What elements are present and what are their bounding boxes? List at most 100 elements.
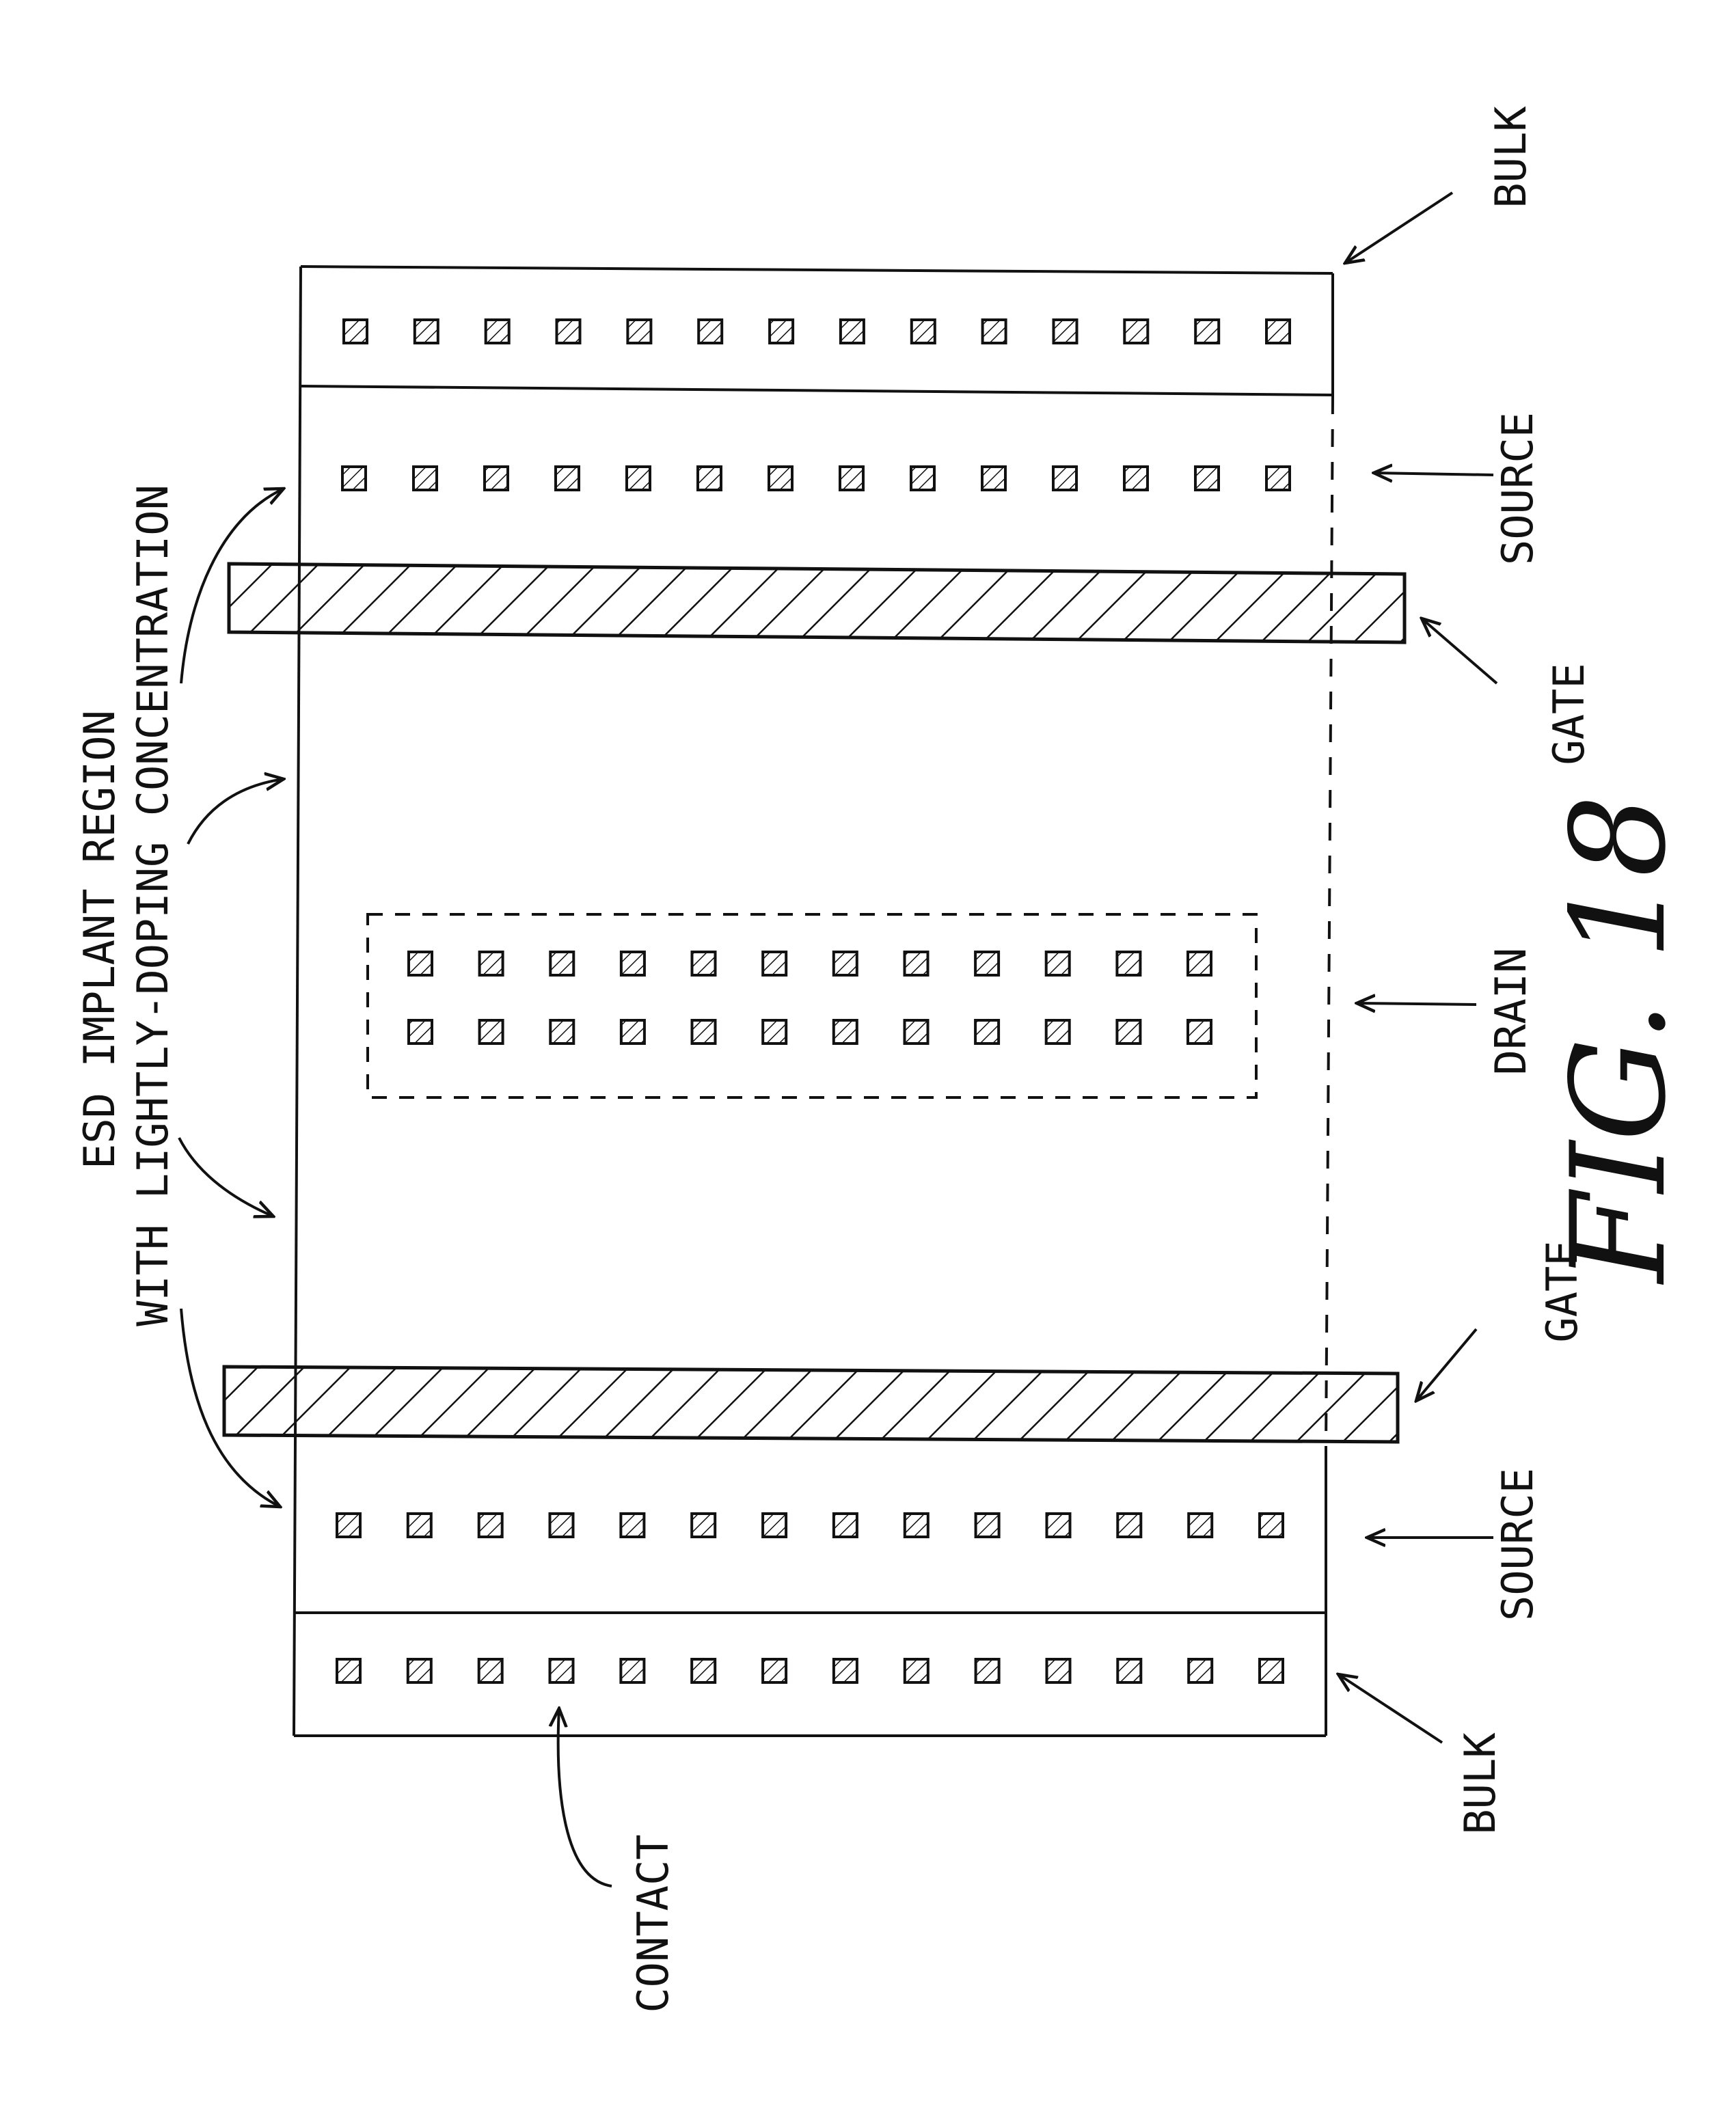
contact-square bbox=[690, 1658, 717, 1684]
contact-square bbox=[697, 318, 724, 344]
contact-square bbox=[761, 1512, 788, 1538]
contact-square bbox=[832, 1019, 858, 1045]
contact-square bbox=[1052, 465, 1078, 491]
contact-row-drain-1 bbox=[407, 951, 1212, 977]
contact-square bbox=[1187, 1658, 1214, 1684]
contact-square bbox=[478, 1019, 504, 1045]
contact-square bbox=[1115, 1019, 1142, 1045]
contact-square bbox=[974, 1512, 1001, 1538]
contact-square bbox=[549, 1019, 575, 1045]
contact-square bbox=[1116, 1658, 1143, 1684]
contact-square bbox=[761, 1019, 788, 1045]
contact-row-drain-2 bbox=[407, 1019, 1212, 1045]
contact-square bbox=[696, 465, 722, 491]
contact-square bbox=[690, 951, 717, 977]
contact-square bbox=[974, 951, 1001, 977]
contact-square bbox=[406, 1658, 433, 1684]
label-source-bottom: SOURCE bbox=[1493, 1468, 1543, 1621]
contact-square bbox=[761, 951, 788, 977]
contact-square bbox=[690, 1019, 717, 1045]
contact-square bbox=[406, 1512, 433, 1538]
contact-square bbox=[342, 318, 368, 344]
contact-row-source-bottom bbox=[336, 1512, 1284, 1538]
contact-square bbox=[1194, 465, 1220, 491]
figure-label: FIG. 18 bbox=[1543, 795, 1694, 1285]
contact-square bbox=[549, 951, 575, 977]
label-bulk-top: BULK bbox=[1486, 106, 1536, 208]
contact-square bbox=[832, 1512, 858, 1538]
contact-square bbox=[626, 318, 653, 344]
contact-square bbox=[407, 951, 433, 977]
contact-square bbox=[619, 951, 646, 977]
contact-square bbox=[690, 1512, 717, 1538]
contact-square bbox=[483, 465, 509, 491]
drain-region-box bbox=[366, 913, 1258, 1099]
contact-square bbox=[478, 951, 504, 977]
contact-row-bulk-top bbox=[342, 318, 1291, 344]
contact-square bbox=[1045, 1512, 1072, 1538]
contact-square bbox=[1044, 1019, 1071, 1045]
gate-top bbox=[227, 562, 1407, 644]
contact-square bbox=[903, 1019, 930, 1045]
contact-square bbox=[548, 1658, 575, 1684]
contact-square bbox=[1187, 1512, 1214, 1538]
contact-square bbox=[981, 465, 1007, 491]
contact-square bbox=[548, 1512, 575, 1538]
label-source-top: SOURCE bbox=[1493, 412, 1543, 565]
leader-arrows bbox=[178, 191, 1498, 1887]
contact-square bbox=[832, 951, 858, 977]
contact-square bbox=[768, 465, 794, 491]
contact-square bbox=[336, 1512, 362, 1538]
contact-square bbox=[555, 318, 582, 344]
bulk-source-divider-top bbox=[300, 385, 1333, 396]
contact-square bbox=[1186, 951, 1212, 977]
contact-square bbox=[1186, 1019, 1212, 1045]
label-contact: CONTACT bbox=[628, 1834, 678, 2013]
contact-square bbox=[1258, 1512, 1284, 1538]
contact-square bbox=[1194, 318, 1221, 344]
gate-bottom bbox=[222, 1365, 1400, 1444]
contact-row-source-top bbox=[341, 465, 1291, 491]
contact-square bbox=[625, 465, 651, 491]
label-gate-top: GATE bbox=[1544, 663, 1594, 765]
label-gate-bottom: GATE bbox=[1537, 1240, 1587, 1342]
label-esd-line-2: WITH LIGHTLY-DOPING CONCENTRATION bbox=[128, 485, 178, 1326]
device-outline bbox=[293, 265, 1334, 1737]
contact-square bbox=[1123, 465, 1149, 491]
contact-square bbox=[1258, 1658, 1284, 1684]
contact-square bbox=[981, 318, 1007, 344]
contact-square bbox=[619, 1658, 646, 1684]
contact-square bbox=[903, 1512, 930, 1538]
contact-square bbox=[768, 318, 795, 344]
contact-square bbox=[839, 465, 865, 491]
contact-square bbox=[341, 465, 367, 491]
contact-square bbox=[1123, 318, 1150, 344]
contact-square bbox=[413, 318, 439, 344]
contact-square bbox=[1115, 951, 1142, 977]
contact-square bbox=[336, 1658, 362, 1684]
contact-square bbox=[1045, 1658, 1072, 1684]
contact-square bbox=[484, 318, 511, 344]
contact-square bbox=[477, 1512, 504, 1538]
contact-row-bulk-bottom bbox=[336, 1658, 1284, 1684]
contact-square bbox=[477, 1658, 504, 1684]
contact-square bbox=[910, 318, 936, 344]
contact-square bbox=[554, 465, 580, 491]
contact-square bbox=[1044, 951, 1071, 977]
contact-square bbox=[974, 1019, 1001, 1045]
label-drain: DRAIN bbox=[1486, 948, 1536, 1076]
contact-square bbox=[974, 1658, 1001, 1684]
contact-square bbox=[619, 1019, 646, 1045]
label-bulk-bottom: BULK bbox=[1455, 1732, 1505, 1835]
contact-square bbox=[407, 1019, 433, 1045]
contact-square bbox=[1265, 318, 1291, 344]
contact-square bbox=[839, 318, 865, 344]
contact-square bbox=[619, 1512, 646, 1538]
contact-square bbox=[903, 1658, 930, 1684]
contact-square bbox=[1052, 318, 1079, 344]
contact-square bbox=[1116, 1512, 1143, 1538]
contact-square bbox=[903, 951, 930, 977]
contact-square bbox=[761, 1658, 788, 1684]
contact-square bbox=[1265, 465, 1291, 491]
